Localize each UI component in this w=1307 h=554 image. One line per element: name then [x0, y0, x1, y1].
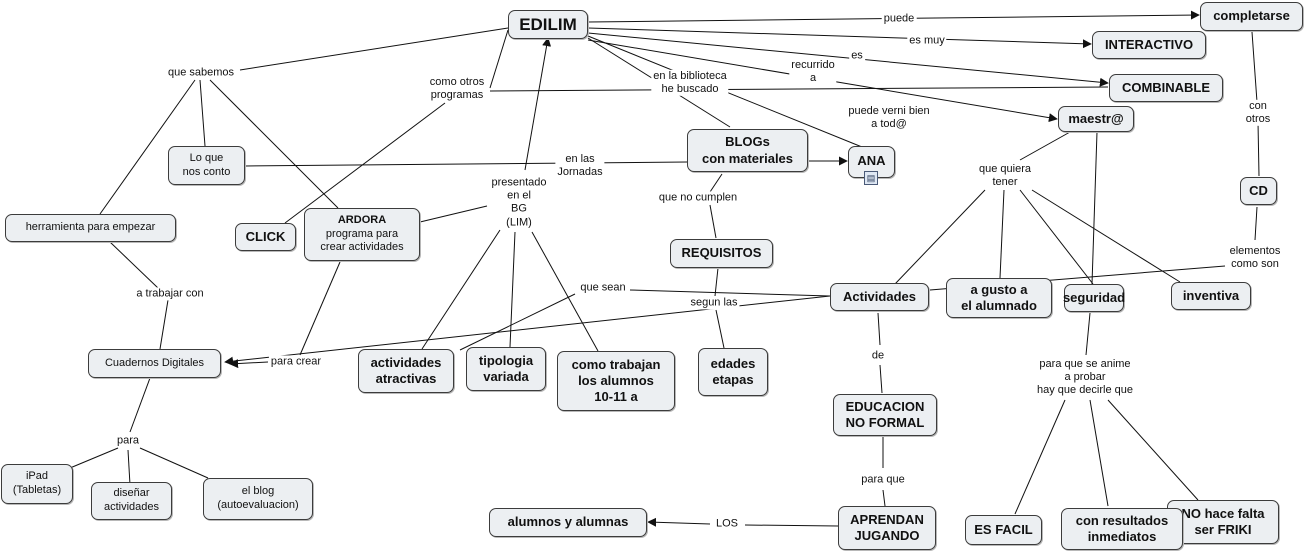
node-aprendan-jugando[interactable]: APRENDAN JUGANDO: [838, 506, 936, 550]
node-seguridad[interactable]: seguridad: [1063, 284, 1125, 312]
link-label-a-trabajar: a trabajar con: [134, 287, 206, 301]
node-edilim[interactable]: EDILIM: [508, 10, 588, 39]
node-ardora-title: ARDORA: [337, 213, 387, 226]
link-label-puede: puede: [881, 12, 917, 26]
link-label-biblioteca: en la biblioteca he buscado: [651, 69, 729, 97]
node-actividades-atractivas[interactable]: actividades atractivas: [358, 349, 454, 393]
link-label-para-crear: para crear: [268, 355, 324, 369]
node-tipologia-variada[interactable]: tipologia variada: [466, 347, 546, 391]
node-con-resultados[interactable]: con resultados inmediatos: [1061, 508, 1183, 550]
node-ipad[interactable]: iPad (Tabletas): [1, 464, 73, 504]
link-label-recurrido: recurrido a: [789, 58, 837, 86]
node-requisitos[interactable]: REQUISITOS: [670, 239, 773, 268]
link-label-para-que-se-anime: para que se anime a probar hay que decir…: [1034, 358, 1136, 398]
link-label-elementos: elementos como son: [1227, 244, 1283, 272]
node-click[interactable]: CLICK: [235, 223, 296, 251]
node-combinable[interactable]: COMBINABLE: [1109, 74, 1223, 102]
link-label-con-otros: con otros: [1233, 99, 1283, 127]
link-label-presentado: presentado en el BG (LIM): [489, 176, 549, 230]
node-lo-que-nos-conto[interactable]: Lo que nos conto: [168, 146, 245, 185]
link-label-es-muy: es muy: [907, 34, 947, 48]
link-label-como-otros: como otros programas: [427, 75, 487, 103]
node-alumnos-y-alumnas[interactable]: alumnos y alumnas: [489, 508, 647, 537]
node-actividades[interactable]: Actividades: [830, 283, 929, 311]
link-label-los: LOS: [713, 517, 741, 531]
link-label-para-que: para que: [859, 473, 907, 487]
node-ardora-subtitle: programa para crear actividades: [320, 227, 404, 254]
node-es-facil[interactable]: ES FACIL: [965, 515, 1042, 545]
node-ana-label: ANA: [857, 153, 886, 168]
node-como-trabajan[interactable]: como trabajan los alumnos 10-11 a: [557, 351, 675, 411]
node-herramienta[interactable]: herramienta para empezar: [5, 214, 176, 242]
link-label-que-no-cumplen: que no cumplen: [656, 191, 740, 205]
node-disenar-actividades[interactable]: diseñar actividades: [91, 482, 172, 520]
link-label-que-sean: que sean: [578, 281, 628, 295]
link-label-que-sabemos: que sabemos: [165, 66, 237, 80]
node-interactivo[interactable]: INTERACTIVO: [1092, 31, 1206, 59]
node-completarse[interactable]: completarse: [1200, 2, 1303, 31]
link-label-es: es: [849, 49, 865, 63]
node-maestr[interactable]: maestr@: [1058, 106, 1134, 132]
link-label-segun-las: segun las: [688, 296, 740, 310]
node-ardora[interactable]: ARDORA programa para crear actividades: [304, 208, 420, 261]
document-icon[interactable]: ▤: [864, 171, 878, 185]
node-edades-etapas[interactable]: edades etapas: [698, 348, 768, 396]
link-label-que-quiera: que quiera tener: [977, 162, 1033, 190]
node-inventiva[interactable]: inventiva: [1171, 282, 1251, 310]
node-educacion-no-formal[interactable]: EDUCACION NO FORMAL: [833, 394, 937, 436]
link-label-para: para: [114, 434, 142, 448]
link-label-puede-verni: puede verni bien a tod@: [846, 104, 932, 132]
node-cuadernos-digitales[interactable]: Cuadernos Digitales: [88, 349, 221, 378]
node-no-hace-falta[interactable]: NO hace falta ser FRIKI: [1167, 500, 1279, 544]
node-cd[interactable]: CD: [1240, 177, 1277, 205]
link-label-en-las-jornadas: en las Jornadas: [555, 152, 605, 180]
node-a-gusto[interactable]: a gusto a el alumnado: [946, 278, 1052, 318]
node-blogs[interactable]: BLOGs con materiales: [687, 129, 808, 172]
node-el-blog[interactable]: el blog (autoevaluacion): [203, 478, 313, 520]
link-label-de: de: [869, 349, 887, 363]
